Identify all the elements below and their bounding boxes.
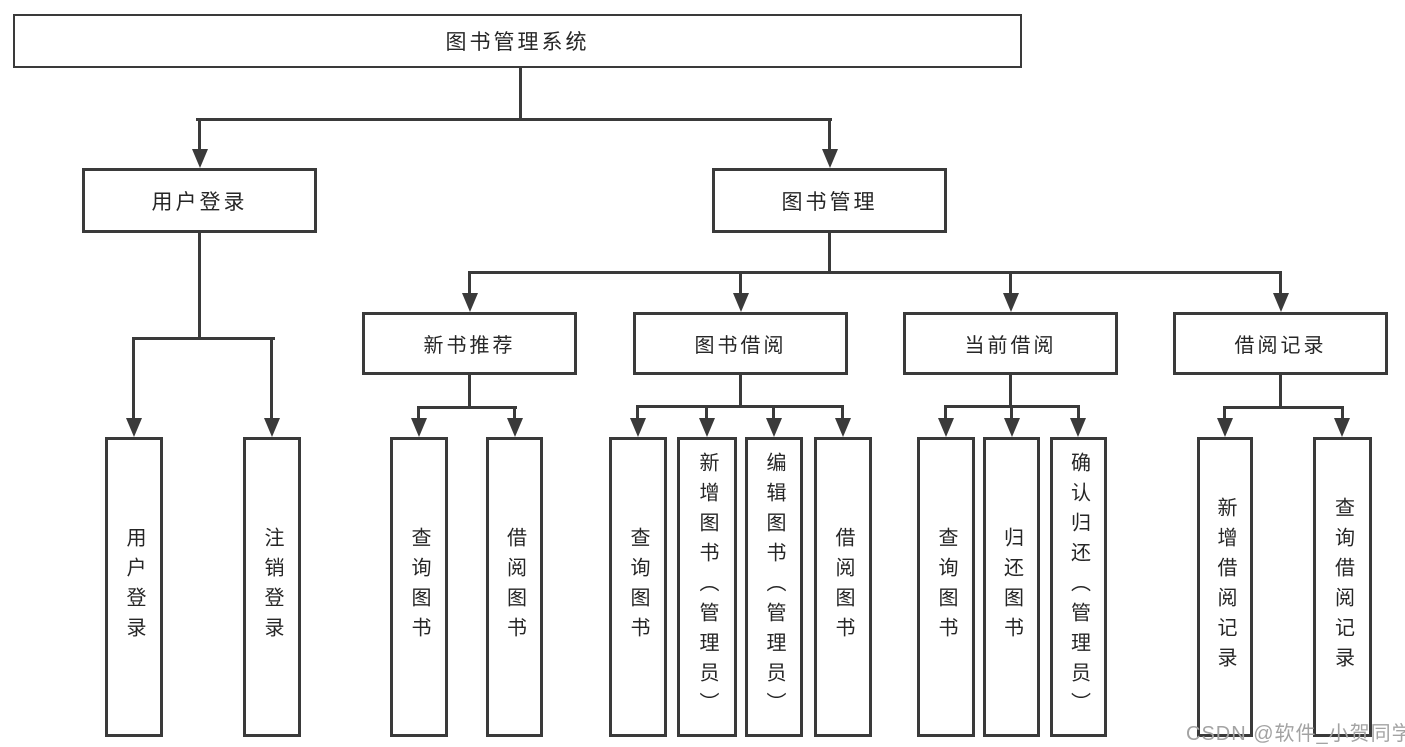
edge-drop-nb-borrow	[513, 406, 516, 420]
edge-root-stem	[519, 67, 522, 120]
edge-user-login-split	[132, 337, 275, 340]
arrowhead-down-icon	[1217, 418, 1233, 437]
node-label: 新增图书（管理员）	[696, 452, 718, 722]
node-borrowing-records: 借阅记录	[1173, 312, 1388, 375]
node-book-borrowing: 图书借阅	[633, 312, 848, 375]
arrowhead-down-icon	[1003, 293, 1019, 312]
arrowhead-down-icon	[1004, 418, 1020, 437]
edge-bb-stem	[739, 375, 742, 407]
node-nb-borrow-books: 借阅图书	[486, 437, 543, 737]
edge-book-management-split	[468, 271, 1282, 274]
edge-nb-split	[417, 406, 517, 409]
node-label: 查询图书	[627, 527, 649, 647]
arrowhead-down-icon	[264, 418, 280, 437]
edge-bb-split	[636, 405, 844, 408]
node-br-query-record: 查询借阅记录	[1313, 437, 1372, 737]
edge-drop-cb-confirm	[1077, 405, 1080, 420]
node-label: 确认归还（管理员）	[1067, 452, 1090, 722]
node-label: 注销登录	[261, 527, 283, 647]
edge-drop-bb-add	[705, 405, 708, 420]
arrowhead-down-icon	[699, 418, 715, 437]
node-nb-query-books: 查询图书	[390, 437, 448, 737]
node-label: 编辑图书（管理员）	[763, 452, 785, 722]
edge-drop-bb-query	[636, 405, 639, 420]
edge-drop-bb-edit	[772, 405, 775, 420]
node-current-borrowing: 当前借阅	[903, 312, 1118, 375]
edge-root-split	[196, 118, 832, 121]
arrowhead-down-icon	[822, 149, 838, 168]
arrowhead-down-icon	[462, 293, 478, 312]
node-label: 借阅记录	[1234, 335, 1327, 357]
arrowhead-down-icon	[126, 418, 142, 437]
edge-drop-new-book-recommend	[468, 271, 471, 295]
edge-drop-book-management	[828, 118, 831, 149]
edge-drop-cb-query	[944, 405, 947, 420]
node-label: 用户登录	[123, 527, 145, 647]
arrowhead-down-icon	[835, 418, 851, 437]
arrowhead-down-icon	[1070, 418, 1086, 437]
node-label: 查询借阅记录	[1331, 497, 1354, 677]
node-book-management: 图书管理	[712, 168, 947, 233]
node-label: 用户登录	[151, 190, 248, 214]
node-label: 归还图书	[1000, 527, 1023, 647]
edge-drop-logout	[270, 337, 273, 418]
arrowhead-down-icon	[630, 418, 646, 437]
node-label: 新增借阅记录	[1214, 497, 1236, 677]
arrowhead-down-icon	[1273, 293, 1289, 312]
node-bb-edit-books-admin: 编辑图书（管理员）	[745, 437, 803, 737]
node-bb-query-books: 查询图书	[609, 437, 667, 737]
node-label: 当前借阅	[964, 335, 1057, 357]
edge-drop-login	[132, 337, 135, 418]
node-br-add-record: 新增借阅记录	[1197, 437, 1253, 737]
node-library-system: 图书管理系统	[13, 14, 1022, 68]
node-label: 查询图书	[408, 527, 430, 647]
arrowhead-down-icon	[411, 418, 427, 437]
node-label: 图书借阅	[694, 335, 787, 357]
node-label: 查询图书	[935, 527, 957, 647]
edge-drop-bb-borrow	[841, 405, 844, 420]
arrowhead-down-icon	[766, 418, 782, 437]
arrowhead-down-icon	[507, 418, 523, 437]
node-login: 用户登录	[105, 437, 163, 737]
edge-cb-stem	[1009, 375, 1012, 407]
edge-drop-book-borrowing	[739, 271, 742, 295]
edge-drop-borrowing-records	[1279, 271, 1282, 295]
arrowhead-down-icon	[192, 149, 208, 168]
node-label: 图书管理系统	[445, 31, 590, 54]
edge-drop-br-query	[1341, 406, 1344, 420]
node-cb-confirm-return-admin: 确认归还（管理员）	[1050, 437, 1107, 737]
edge-user-login-stem	[198, 233, 201, 339]
arrowhead-down-icon	[733, 293, 749, 312]
edge-drop-user-login	[198, 118, 201, 149]
node-bb-add-books-admin: 新增图书（管理员）	[677, 437, 737, 737]
edge-book-management-stem	[828, 233, 831, 273]
edge-drop-current-borrowing	[1009, 271, 1012, 295]
csdn-watermark: CSDN @软件_小贺同学	[1186, 723, 1405, 745]
node-label: 借阅图书	[832, 527, 854, 647]
node-cb-query-books: 查询图书	[917, 437, 975, 737]
edge-drop-nb-query	[417, 406, 420, 420]
edge-drop-br-add	[1223, 406, 1226, 420]
node-cb-return-books: 归还图书	[983, 437, 1040, 737]
node-logout: 注销登录	[243, 437, 301, 737]
arrowhead-down-icon	[938, 418, 954, 437]
edge-br-split	[1223, 406, 1344, 409]
edge-br-stem	[1279, 375, 1282, 408]
node-label: 图书管理	[781, 190, 878, 214]
edge-nb-stem	[468, 375, 471, 408]
node-label: 借阅图书	[503, 527, 526, 647]
edge-drop-cb-return	[1010, 405, 1013, 420]
arrowhead-down-icon	[1334, 418, 1350, 437]
node-bb-borrow-books: 借阅图书	[814, 437, 872, 737]
node-new-book-recommend: 新书推荐	[362, 312, 577, 375]
node-user-login: 用户登录	[82, 168, 317, 233]
node-label: 新书推荐	[423, 335, 516, 357]
